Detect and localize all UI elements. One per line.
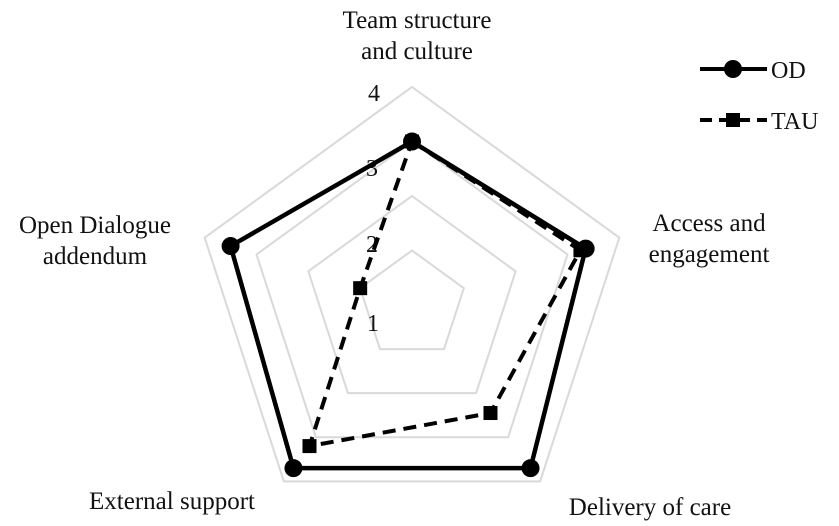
axis-label-line: and culture: [361, 38, 473, 65]
series-line-tau: [307, 139, 583, 449]
axis-label-3: Delivery of care: [569, 494, 731, 521]
radial-tick-label-4: 4: [368, 81, 380, 107]
axis-label-line: Delivery of care: [569, 494, 731, 521]
legend-item-od: OD: [700, 58, 806, 84]
axis-label-4: External support: [89, 488, 255, 515]
tau-point-2: [573, 243, 588, 258]
series-line-od: [228, 139, 588, 471]
axis-label-1: Team structure and culture: [343, 7, 492, 65]
axis-label-line: addendum: [43, 243, 148, 270]
legend-label-tau: TAU: [771, 109, 818, 135]
legend-marker-tau: [726, 113, 740, 127]
tau-point-1: [405, 134, 419, 149]
od-point-5: [221, 237, 240, 256]
axis-label-line: External support: [89, 488, 255, 515]
radial-tick-label-2: 2: [366, 232, 378, 258]
axis-label-5: Open Dialogue addendum: [19, 212, 171, 270]
tau-point-5: [353, 281, 368, 296]
axis-label-line: Open Dialogue: [19, 212, 171, 239]
axis-label-line: Team structure: [343, 7, 492, 34]
tau-point-4: [302, 439, 317, 454]
radar-grid: [203, 85, 621, 483]
axis-label-line: engagement: [649, 241, 770, 268]
legend-item-tau: TAU: [700, 109, 818, 135]
od-point-4: [284, 459, 303, 478]
axis-label-line: Access and: [652, 210, 766, 237]
radial-tick-label-1: 1: [367, 311, 379, 337]
grid-ring-3: [255, 140, 569, 439]
tau-point-3: [483, 406, 498, 421]
legend-label-od: OD: [771, 58, 806, 84]
od-point-3: [521, 459, 540, 478]
legend-marker-od: [724, 60, 742, 78]
radar-series: [221, 132, 595, 478]
grid-ring-4: [203, 85, 621, 483]
axis-label-2: Access and engagement: [649, 210, 770, 268]
series-tau: [302, 134, 588, 454]
chart-legend: OD TAU: [700, 58, 818, 135]
grid-ring-1: [358, 249, 466, 351]
grid-ring-2: [307, 194, 517, 395]
